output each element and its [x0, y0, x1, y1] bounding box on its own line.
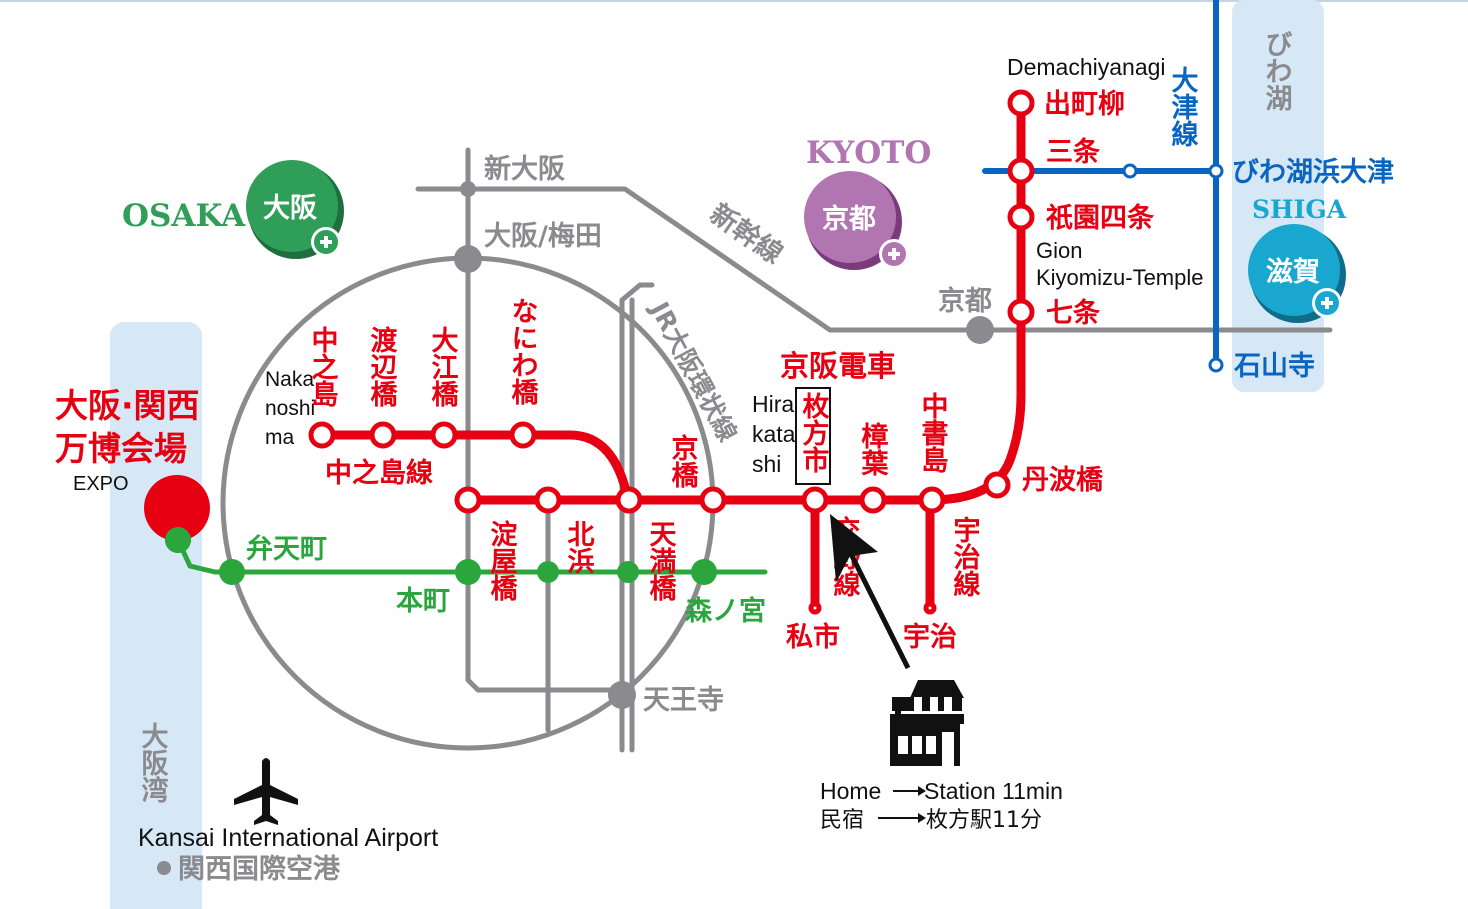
hirakatashi-box [795, 387, 831, 485]
station-temmabashi: 天満橋 [645, 520, 677, 601]
home-jp-from: 民宿 [820, 808, 864, 833]
station-sanjo: 三条 [1046, 137, 1101, 168]
kyoto-en: KYOTO [806, 135, 931, 171]
kyoto-badge-jp: 京都 [822, 203, 876, 235]
station-hommachi: 本町 [396, 586, 450, 617]
home-en-to: Station 11min [924, 778, 1063, 804]
station-oebashi: 大江橋 [427, 326, 459, 407]
station-hirakatashi: 枚方市 [798, 392, 830, 473]
biwako-label: びわ湖 [1261, 30, 1293, 112]
station-biwako-hama-otsu: びわ湖浜大津 [1232, 157, 1394, 188]
osaka-badge[interactable]: 大阪 [246, 160, 344, 259]
station-osaka-umeda: 大阪/梅田 [484, 221, 602, 252]
kyoto-badge[interactable]: 京都 [804, 171, 909, 270]
shinkansen-label: 新幹線 [704, 198, 789, 271]
plus-circle-icon [879, 239, 909, 269]
green-stations [165, 527, 717, 585]
station-nakanoshima: 中之島 [307, 326, 339, 407]
station-kitahama: 北浜 [563, 520, 595, 575]
plus-circle-icon [1312, 288, 1342, 318]
nakanoshima-line-label: 中之島線 [325, 457, 433, 489]
station-watanabebashi: 渡辺橋 [366, 325, 398, 407]
station-gion-shijo: 祇園四条 [1045, 203, 1155, 234]
station-demachiyanagi: 出町柳 [1044, 89, 1125, 120]
osaka-bay-water [110, 322, 202, 909]
airport-jp: 関西国際空港 [178, 853, 341, 885]
airport-dot [157, 861, 171, 875]
station-jr-kyoto: 京都 [938, 285, 992, 317]
gion-en-1: Gion [1036, 238, 1082, 263]
station-bentencho: 弁天町 [246, 534, 327, 565]
arrow-icon [830, 514, 911, 670]
keihan-name: 京阪電車 [780, 349, 896, 383]
home-en-from: Home [820, 778, 881, 804]
keihan-stations [308, 89, 1035, 615]
station-chushojima: 中書島 [917, 392, 948, 473]
demachiyanagi-en: Demachiyanagi [1007, 54, 1166, 80]
hirakatashi-en-1: Hira [752, 391, 794, 417]
hirakatashi-en-3: shi [752, 451, 781, 477]
green-line [175, 537, 768, 575]
station-kisaichi: 私市 [786, 621, 840, 653]
station-naniwabashi: なにわ橋 [507, 297, 539, 405]
nakanoshima-en-3: ma [265, 426, 294, 449]
keihan-lines [315, 98, 1026, 613]
station-kyobashi: 京橋 [667, 433, 699, 488]
airport-en: Kansai International Airport [138, 824, 438, 852]
station-morinomiya: 森ノ宮 [685, 595, 766, 627]
osaka-en: OSAKA [122, 198, 246, 234]
osaka-badge-jp: 大阪 [263, 193, 317, 224]
station-shichijo: 七条 [1046, 298, 1101, 329]
uji-line-label: 宇治線 [949, 516, 981, 597]
expo-marker[interactable] [144, 475, 210, 541]
otsu-stations [1122, 163, 1224, 373]
plus-circle-icon [311, 227, 341, 257]
jr-stations [454, 181, 994, 709]
nakanoshima-en-2: noshi [265, 397, 315, 420]
shiga-badge-jp: 滋賀 [1266, 257, 1320, 288]
station-tennoji: 天王寺 [643, 685, 724, 716]
shiga-badge[interactable]: 滋賀 [1248, 224, 1346, 323]
home-jp-to: 枚方駅11分 [926, 808, 1042, 833]
station-tambabashi: 丹波橋 [1022, 465, 1104, 496]
hirakatashi-en-2: kata [752, 421, 796, 447]
expo-en: EXPO [73, 473, 129, 495]
otsu-line-label: 大津線 [1167, 66, 1199, 147]
station-kuzuha: 樟葉 [857, 421, 890, 476]
airplane-icon [234, 758, 298, 825]
station-uji: 宇治 [903, 622, 957, 653]
gion-en-2: Kiyomizu-Temple [1036, 265, 1204, 290]
expo-jp-2: 万博会場 [55, 429, 187, 468]
osaka-bay-label: 大阪湾 [137, 722, 169, 803]
station-yodoyabashi: 淀屋橋 [486, 519, 518, 601]
station-shin-osaka: 新大阪 [484, 153, 565, 185]
loop-line-label: JR大阪環状線 [644, 295, 743, 446]
nakanoshima-en-1: Naka [265, 368, 314, 391]
shiga-en: SHIGA [1252, 195, 1347, 224]
expo-jp-1: 大阪·関西 [55, 386, 200, 425]
house-icon [890, 680, 964, 766]
station-ishiyamadera: 石山寺 [1233, 351, 1315, 382]
